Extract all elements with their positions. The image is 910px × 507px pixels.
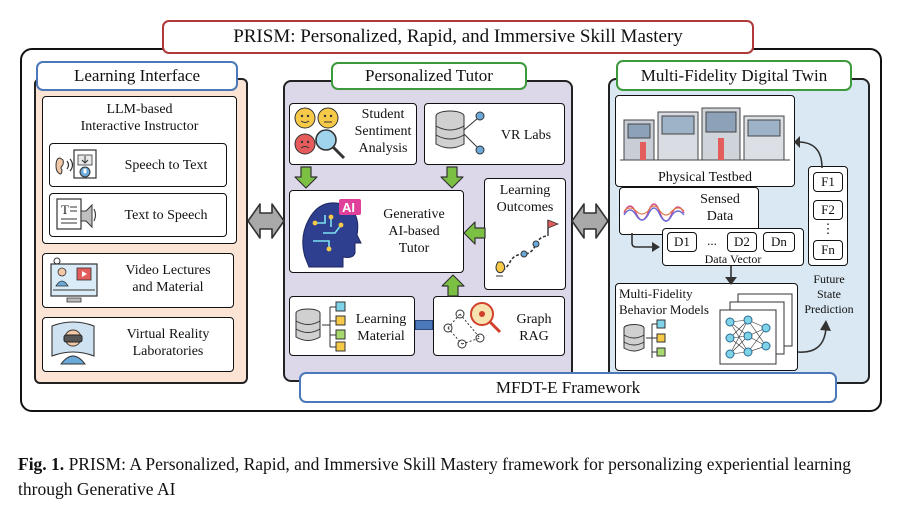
video-lectures-line2: and Material [132, 280, 204, 296]
sentiment-line1: Student [361, 107, 405, 122]
sentiment-to-tutor-arrow [294, 166, 318, 189]
learning-outcomes-label: Learning Outcomes [484, 182, 566, 216]
generative-ai-tutor-label: Generative AI-based Tutor [366, 206, 462, 257]
prediction-to-testbed-arrow [794, 136, 823, 169]
future-fn: Fn [813, 240, 843, 260]
sensed-data-card [619, 187, 759, 235]
mid-right-double-arrow [571, 203, 609, 239]
speech-to-text-label: Speech to Text [124, 158, 208, 173]
vr-labs-line2: Laboratories [132, 344, 204, 360]
future-f2: F2 [813, 200, 843, 220]
learning-interface-heading: Learning Interface [36, 61, 238, 91]
future-ellipsis: ⋮ [821, 221, 835, 236]
graph-rag-label: Graph RAG [506, 311, 562, 345]
generative-line3: Tutor [398, 241, 430, 257]
sensed-data-label: Sensed Data [688, 191, 752, 225]
future-state-label: Future State Prediction [800, 272, 858, 317]
neural-network-stack-icon [719, 293, 793, 365]
vector-d1: D1 [667, 232, 697, 252]
caption-label: Fig. 1. [18, 454, 65, 474]
outcomes-line1: Learning [499, 183, 551, 198]
vr-labs-source-label: VR Labs [500, 128, 552, 143]
material-line2: Material [357, 329, 405, 345]
future-line2: State [817, 287, 841, 301]
vector-ellipsis: ... [707, 233, 717, 248]
left-mid-double-arrow [247, 203, 285, 239]
llm-instructor-line2: Interactive Instructor [80, 119, 199, 135]
material-line1: Learning [355, 312, 407, 327]
outcome-path-flag-icon [495, 219, 560, 277]
video-lectures-line1: Video Lectures [125, 263, 211, 278]
llm-instructor-line1: LLM-based [106, 102, 173, 117]
vector-d2: D2 [727, 232, 757, 252]
sensed-line1: Sensed [700, 192, 740, 207]
diagram-title: PRISM: Personalized, Rapid, and Immersiv… [162, 20, 754, 54]
framework-label: MFDT-E Framework [299, 372, 837, 403]
behavior-line1: Multi-Fidelity [619, 286, 693, 301]
database-tree-icon [295, 301, 346, 352]
vector-dn: Dn [763, 232, 795, 252]
personalized-tutor-heading: Personalized Tutor [331, 62, 527, 90]
material-graphrag-connector [415, 320, 433, 330]
future-line1: Future [813, 272, 845, 286]
text-to-speech-label: Text to Speech [124, 208, 208, 223]
data-vector-label: Data Vector [704, 252, 762, 266]
sentiment-faces-icon [294, 107, 346, 160]
graphrag-line2: RAG [519, 329, 549, 345]
video-lecture-icon [50, 257, 98, 303]
vr-headset-icon [51, 321, 95, 365]
sentiment-line2: Sentiment [354, 124, 412, 140]
database-network-icon [435, 110, 485, 155]
future-f1: F1 [813, 172, 843, 192]
outcomes-to-tutor-arrow [463, 221, 486, 245]
text-to-speech-icon: T [56, 198, 97, 230]
video-lectures-label: Video Lectures and Material [104, 262, 232, 296]
digital-twin-heading: Multi-Fidelity Digital Twin [616, 60, 852, 91]
generative-line1: Generative [383, 207, 445, 222]
ai-badge-text: AI [342, 200, 355, 215]
signal-waveform-icon [623, 203, 685, 222]
caption-text: PRISM: A Personalized, Rapid, and Immers… [18, 454, 852, 499]
figure-caption: Fig. 1. PRISM: A Personalized, Rapid, an… [18, 452, 898, 502]
learning-material-label: Learning Material [349, 311, 413, 345]
graph-rag-card [433, 296, 565, 356]
sensed-line2: Data [706, 209, 734, 225]
graphrag-to-tutor-arrow [441, 274, 465, 297]
vr-labs-label: Virtual Reality Laboratories [104, 326, 232, 360]
sentiment-analysis-label: Student Sentiment Analysis [349, 106, 417, 157]
svg-text:T: T [61, 202, 69, 217]
behavior-models-label: Multi-Fidelity Behavior Models [619, 286, 721, 318]
graphrag-line1: Graph [516, 312, 552, 327]
models-to-prediction-arrow [797, 320, 831, 353]
sensed-to-vector-arrow [631, 233, 660, 252]
behavior-line2: Behavior Models [619, 301, 709, 317]
outcomes-line2: Outcomes [496, 200, 554, 216]
models-database-icon [623, 319, 666, 358]
llm-instructor-title: LLM-based Interactive Instructor [42, 101, 237, 135]
physical-testbed-label: Physical Testbed [657, 170, 753, 185]
generative-line2: AI-based [388, 224, 440, 240]
ai-brain-head-icon: AI [302, 199, 362, 268]
future-line3: Prediction [804, 302, 854, 316]
sentiment-line3: Analysis [358, 141, 408, 157]
vr-labs-line1: Virtual Reality [126, 327, 210, 342]
graph-search-icon [443, 302, 502, 349]
speech-to-text-icon [55, 149, 97, 179]
vector-to-models-arrow [725, 266, 737, 285]
testbed-machines-image [620, 107, 790, 161]
vrlabs-to-tutor-arrow [440, 166, 464, 189]
